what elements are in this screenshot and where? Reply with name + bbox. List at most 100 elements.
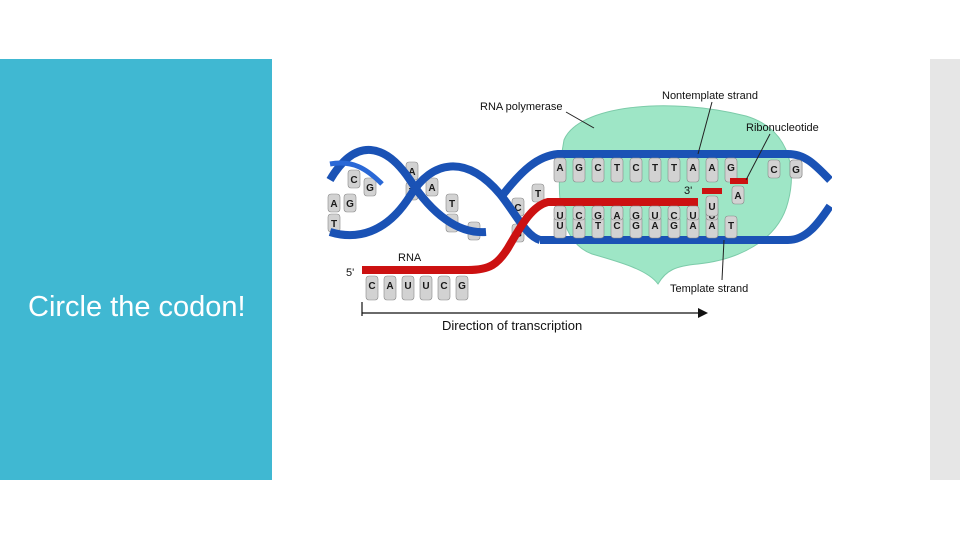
rna-inside-base-letter: G [594, 211, 602, 222]
rna-inside-base-stick [610, 205, 624, 221]
template-base-letter: T [595, 221, 601, 232]
rna-inside-base-stick [648, 205, 662, 221]
left-helix-base-letter: T [535, 189, 541, 200]
left-helix-base-stick [363, 177, 377, 197]
rna-inside-base-letter: C [670, 211, 677, 222]
nontemplate-base-stick [629, 157, 643, 183]
nontemplate-base-letter: C [594, 163, 601, 174]
title-panel: Circle the codon! [0, 59, 272, 480]
template-base-letter: C [613, 221, 620, 232]
right-end-base-letter: C [770, 165, 777, 176]
left-helix-backbone-b [328, 162, 542, 244]
template-base-letter: T [728, 221, 734, 232]
rna-inside-base-stick [667, 205, 681, 221]
left-helix-base-letter: A [428, 183, 435, 194]
rna-out-base-stick [455, 275, 469, 301]
rna-out-base-stick [419, 275, 433, 301]
left-helix-base-stick [425, 177, 439, 197]
pointer-nontemplate [697, 101, 713, 155]
direction-arrow-head [698, 308, 708, 318]
pointer-template [721, 239, 725, 281]
left-helix-base-letter: G [346, 199, 354, 210]
rna-inside-base-stick [591, 205, 605, 221]
left-helix-base-letter: T [331, 219, 337, 230]
label-nontemplate-strand: Nontemplate strand [662, 90, 758, 102]
rna-inside-base-letter: U [708, 211, 715, 222]
left-helix-base-letter: A [330, 199, 337, 210]
template-base-letter: A [575, 221, 582, 232]
nontemplate-base-stick [553, 157, 567, 183]
label-template-strand: Template strand [670, 283, 748, 295]
nontemplate-base-letter: T [671, 163, 677, 174]
rna-inside-base-stick [629, 205, 643, 221]
pointer-ribonucleotide [745, 133, 771, 181]
rna-inside-base-letter: A [613, 211, 620, 222]
rna-inside-base-stick [553, 205, 567, 221]
label-five-prime: 5' [346, 267, 354, 279]
right-end-base-stick [767, 159, 781, 179]
nontemplate-base-stick [591, 157, 605, 183]
slide-title: Circle the codon! [28, 291, 246, 323]
nontemplate-base-letter: C [632, 163, 639, 174]
template-base-letter: G [632, 221, 640, 232]
template-base-letter: U [556, 221, 563, 232]
rna-out-base-stick [437, 275, 451, 301]
right-end-bases: CGC [767, 159, 803, 179]
left-helix-base-letter: A [408, 167, 415, 178]
rna-out-base-letter: C [368, 281, 375, 292]
label-direction: Direction of transcription [442, 318, 582, 333]
rna-strand [362, 198, 698, 274]
template-backbone [540, 203, 832, 244]
incoming-ribonucleotide-2: A [730, 178, 748, 205]
pointer-rna-polymerase [565, 111, 595, 129]
left-helix-base-stick [347, 169, 361, 189]
nontemplate-base-stick [705, 157, 719, 183]
nontemplate-base-stick [648, 157, 662, 183]
rna-out-base-letter: U [422, 281, 429, 292]
template-base-letter: G [670, 221, 678, 232]
label-rna: RNA [398, 252, 422, 264]
incoming-base-2: A [734, 191, 741, 202]
label-rna-polymerase: RNA polymerase [480, 101, 563, 113]
left-helix-base-letter: C [514, 203, 521, 214]
template-base-letter: A [689, 221, 696, 232]
nontemplate-base-letter: T [614, 163, 620, 174]
rna-inside-base-letter: C [575, 211, 582, 222]
template-base-letter: A [708, 221, 715, 232]
rna-out-base-letter: U [404, 281, 411, 292]
rna-out-base-stick [401, 275, 415, 301]
nontemplate-base-stick [572, 157, 586, 183]
left-helix-base-letter: T [449, 199, 455, 210]
nontemplate-base-letter: G [727, 163, 735, 174]
rna-inside-base-stick [686, 205, 700, 221]
nontemplate-base-letter: A [556, 163, 563, 174]
nontemplate-base-stick [610, 157, 624, 183]
right-end-base-stick [789, 159, 803, 179]
rna-inside-base-letter: U [651, 211, 658, 222]
rna-out-base-letter: G [458, 281, 466, 292]
label-three-prime: 3' [684, 185, 692, 197]
incoming-base-1: U [708, 202, 715, 213]
rna-inside-base-stick [572, 205, 586, 221]
rna-inside-base-letter: G [632, 211, 640, 222]
rna-out-base-letter: A [386, 281, 393, 292]
right-edge-strip [930, 59, 960, 480]
rna-out-base-letter: C [440, 281, 447, 292]
nontemplate-base-letter: G [575, 163, 583, 174]
nontemplate-base-stick [686, 157, 700, 183]
left-helix-base-stick [343, 193, 357, 213]
left-helix-backbone-a [326, 146, 487, 237]
rna-out-base-stick [365, 275, 379, 301]
right-end-base-letter: G [792, 165, 800, 176]
left-helix-base-letter: G [366, 183, 374, 194]
left-helix-base-letter: C [350, 175, 357, 186]
left-helix-backbone-c [329, 160, 384, 186]
nontemplate-base-stick [667, 157, 681, 183]
nontemplate-backbone [498, 150, 832, 199]
template-base-stick [724, 215, 738, 239]
